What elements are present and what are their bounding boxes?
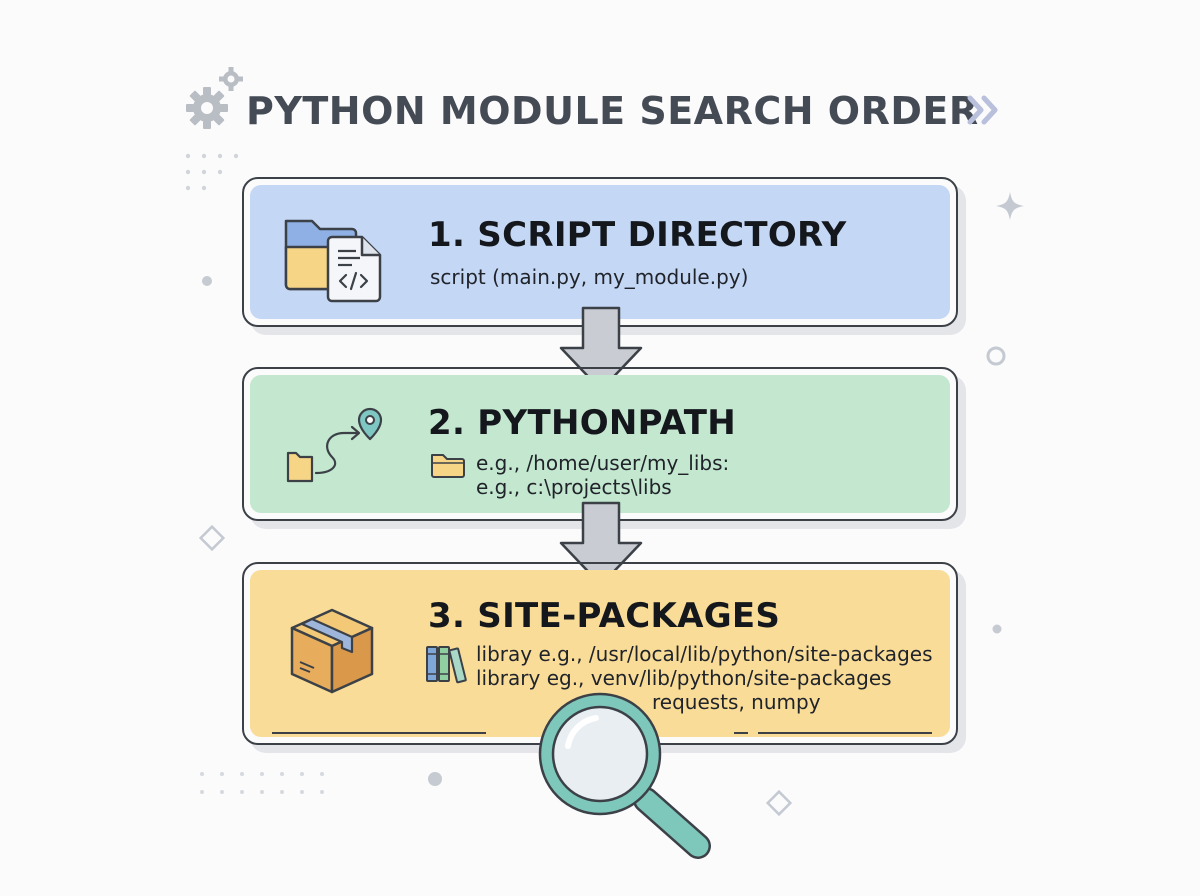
package-box-icon — [290, 608, 374, 694]
step-title: 3. SITE-PACKAGES — [428, 596, 781, 636]
step-detail: library eg., venv/lib/python/site-packag… — [476, 666, 892, 690]
step-detail: e.g., /home/user/my_libs: — [476, 451, 730, 475]
double-chevron-right-icon — [967, 95, 998, 125]
step-detail: libray e.g., /usr/local/lib/python/site-… — [476, 642, 933, 666]
dot-grid-decoration — [200, 772, 324, 794]
ring-decoration — [986, 346, 1006, 366]
step-detail: requests, numpy — [652, 690, 821, 714]
step-title: 1. SCRIPT DIRECTORY — [428, 215, 847, 255]
dot-grid-decoration — [185, 153, 239, 191]
diamond-decoration — [765, 789, 793, 817]
gear-icon — [186, 67, 243, 129]
dot-decoration — [202, 276, 212, 286]
library-books-icon — [426, 646, 467, 684]
down-arrow-icon — [559, 501, 643, 587]
dot-decoration — [992, 624, 1002, 634]
step-card-script-directory: 1. SCRIPT DIRECTORY script (main.py, my_… — [242, 177, 958, 327]
step-title: 2. PYTHONPATH — [428, 403, 736, 443]
page-title: PYTHON MODULE SEARCH ORDER — [246, 89, 979, 133]
underline-decoration — [272, 732, 932, 734]
folder-icon — [431, 454, 465, 478]
sparkle-decoration — [996, 192, 1024, 220]
step-detail: script (main.py, my_module.py) — [430, 265, 749, 289]
down-arrow-icon — [559, 306, 643, 392]
path-route-icon — [286, 407, 383, 483]
folder-code-file-icon — [284, 219, 382, 303]
magnifier-icon — [538, 692, 711, 859]
step-card-pythonpath: 2. PYTHONPATH e.g., /home/user/my_libs: … — [242, 367, 958, 521]
step-detail: e.g., c:\projects\libs — [476, 475, 672, 499]
dot-decoration — [428, 772, 442, 786]
diamond-decoration — [198, 524, 226, 552]
